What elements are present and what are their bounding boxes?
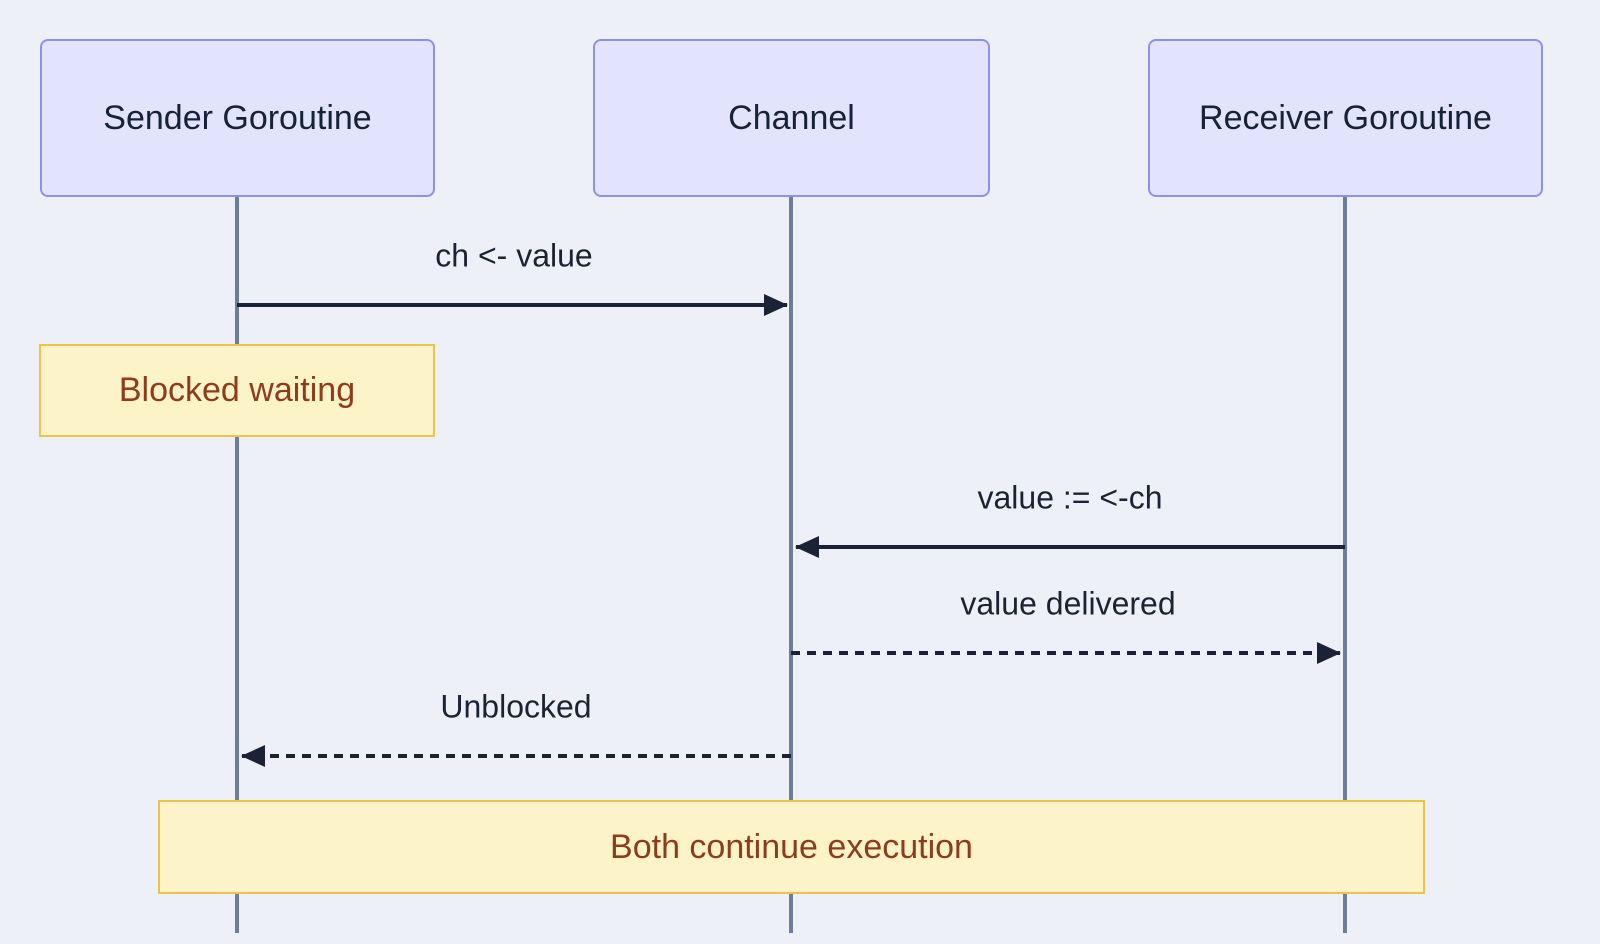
lifeline-receiver	[1343, 197, 1347, 933]
actor-sender-goroutine: Sender Goroutine	[40, 39, 435, 197]
actor-receiver-goroutine-label: Receiver Goroutine	[1199, 98, 1492, 137]
actor-sender-goroutine-label: Sender Goroutine	[103, 98, 372, 137]
actor-channel-label: Channel	[728, 98, 855, 137]
message-label-receive: value := <-ch	[977, 479, 1163, 516]
note-both-continue: Both continue execution	[158, 800, 1425, 894]
note-blocked-waiting: Blocked waiting	[39, 344, 435, 437]
message-label-value-delivered: value delivered	[960, 585, 1176, 622]
note-blocked-waiting-label: Blocked waiting	[118, 371, 356, 409]
actor-channel: Channel	[593, 39, 990, 197]
note-both-continue-label: Both continue execution	[610, 827, 973, 866]
message-label-unblocked: Unblocked	[440, 688, 592, 725]
message-label-send: ch <- value	[435, 237, 593, 274]
lifeline-sender	[235, 197, 239, 933]
lifeline-channel	[789, 197, 793, 933]
actor-receiver-goroutine: Receiver Goroutine	[1148, 39, 1543, 197]
